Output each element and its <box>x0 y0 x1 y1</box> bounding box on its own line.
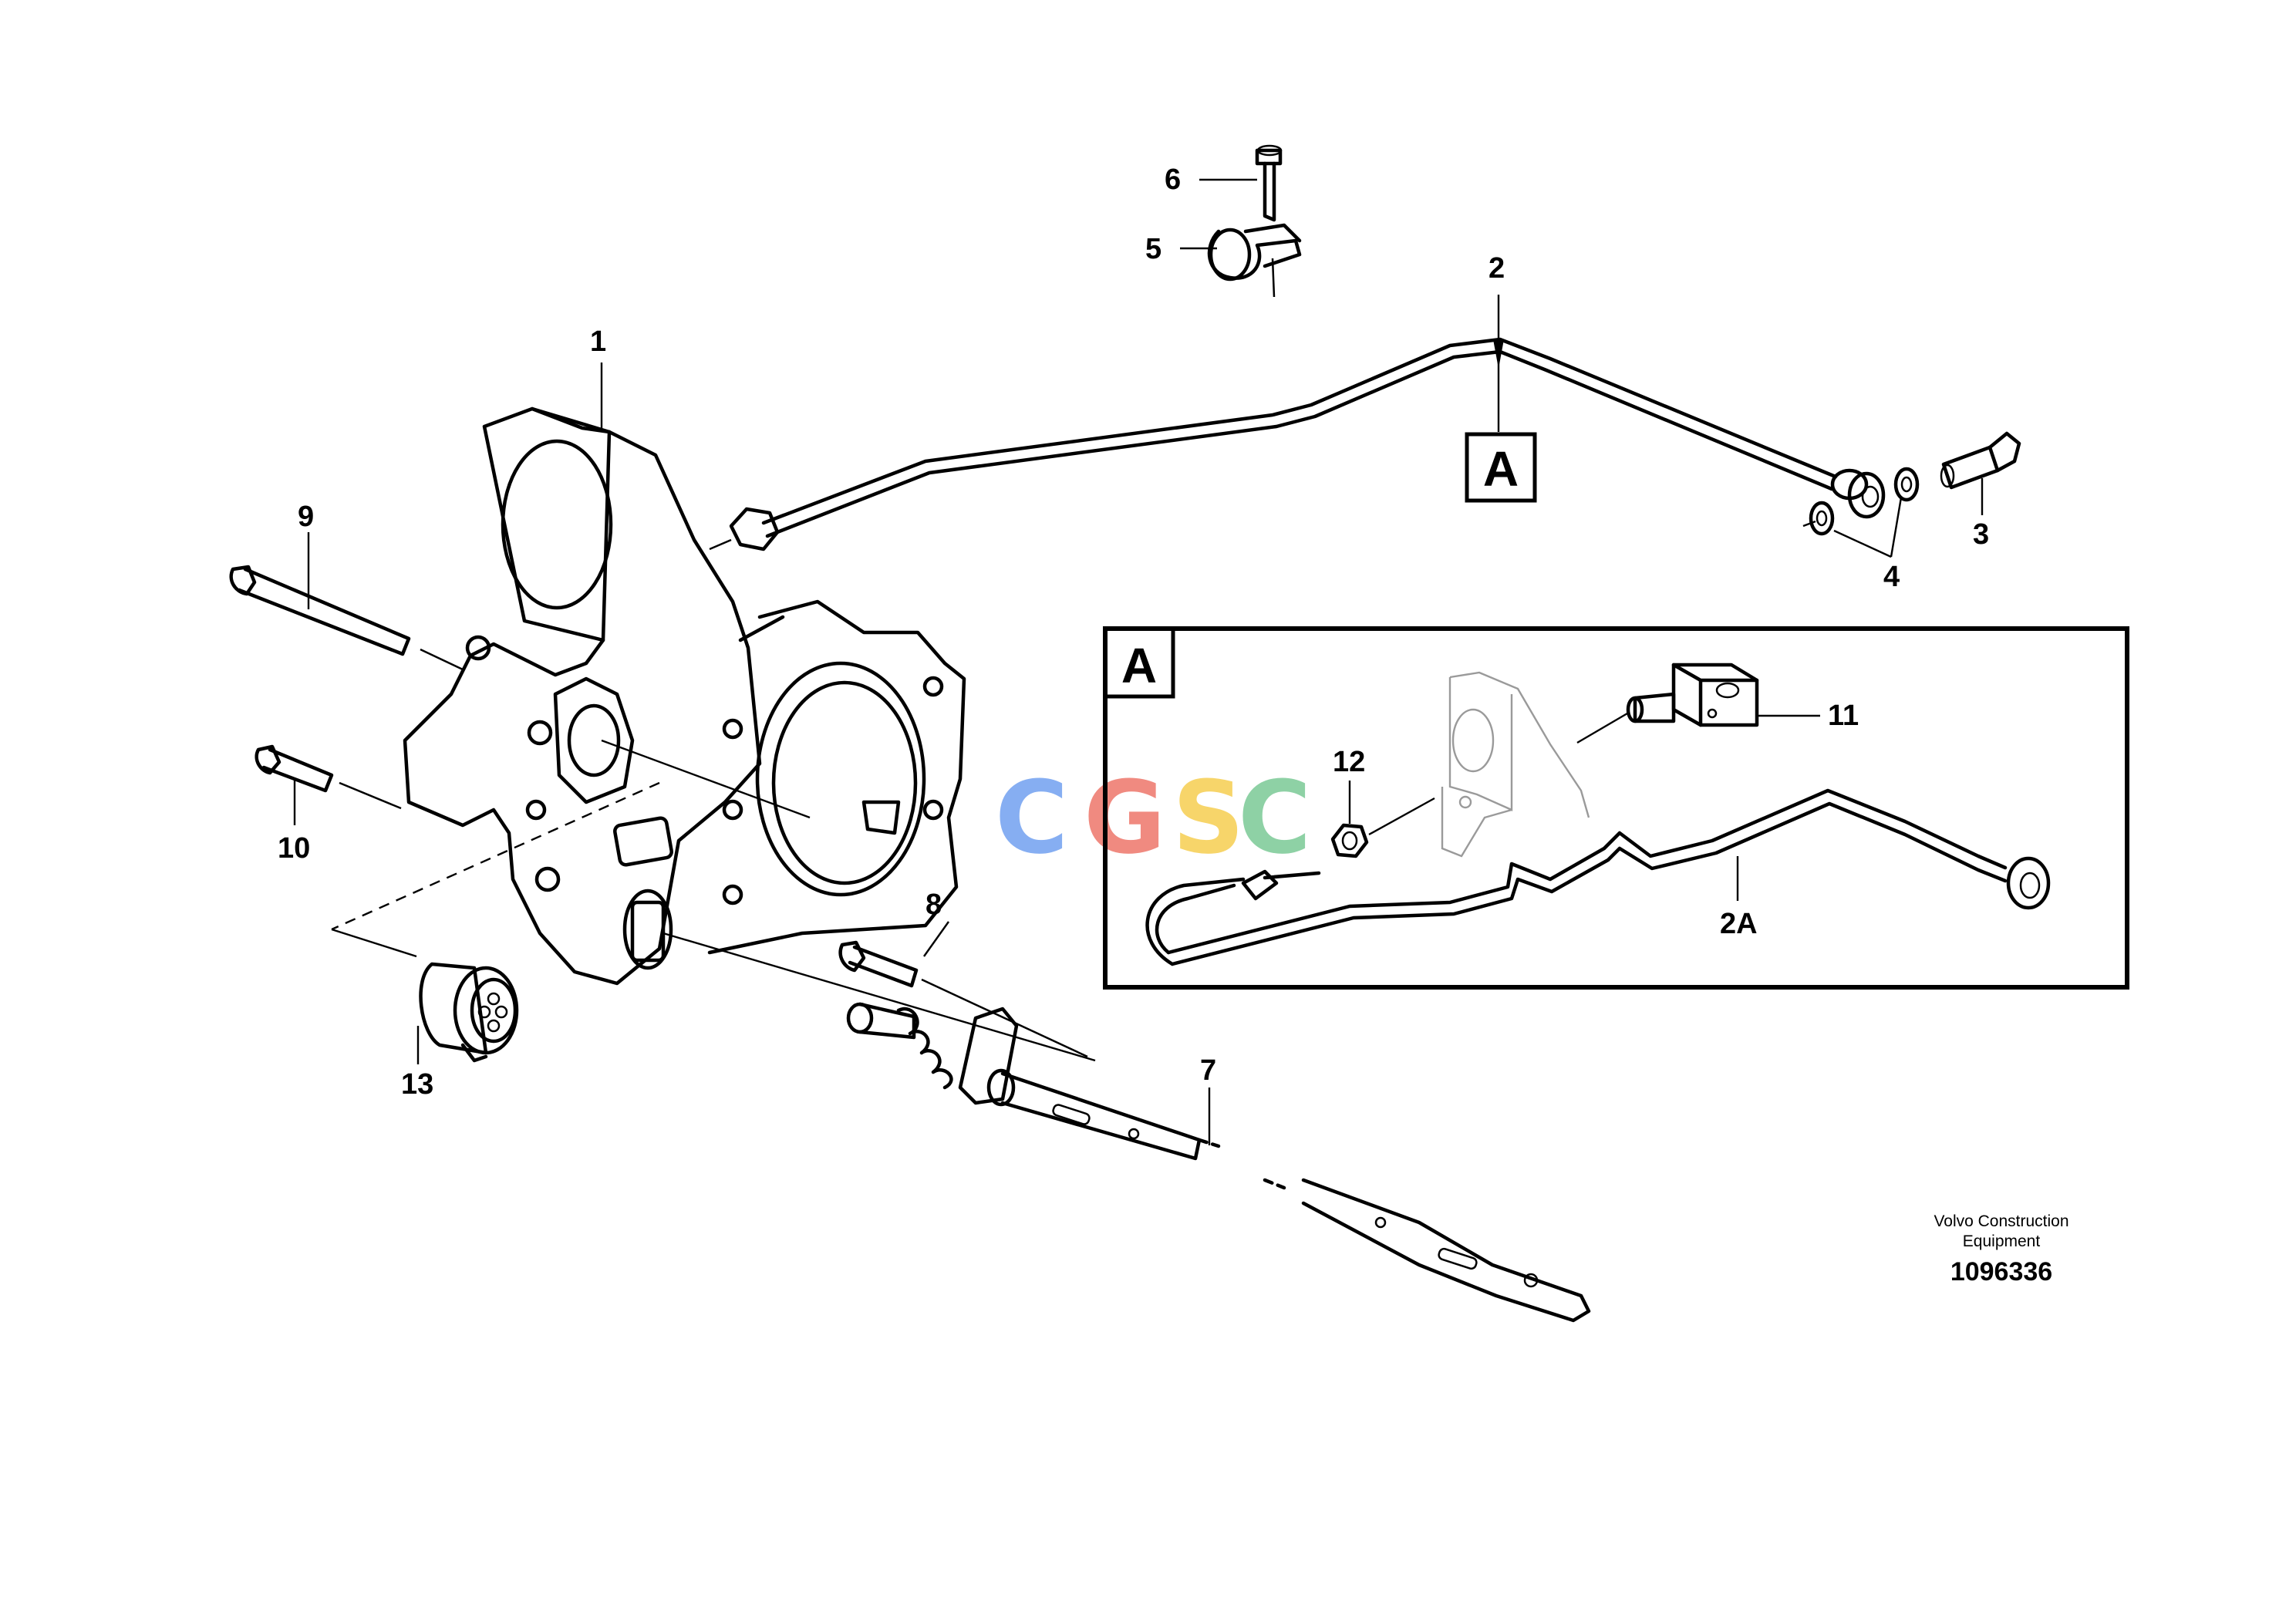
view-marker-a: A <box>1465 339 1537 503</box>
callout-2a: 2A <box>1720 908 1758 940</box>
callout-11: 11 <box>1828 700 1859 732</box>
part-13-connector <box>419 962 519 1063</box>
dashed-assembly-line <box>331 781 660 931</box>
assembly-line-bore <box>601 739 811 819</box>
callout-1: 1 <box>590 325 606 358</box>
part-6-bolt <box>1255 144 1283 222</box>
assembly-line-dipstick <box>663 932 1096 1062</box>
callout-3: 3 <box>1973 518 1989 551</box>
callout-8: 8 <box>925 889 942 921</box>
watermark: C G S C <box>995 759 1311 876</box>
watermark-letter-c2: C <box>1238 759 1311 876</box>
dashed-assembly-line-2 <box>331 928 417 958</box>
callout-12: 12 <box>1333 746 1365 778</box>
company-name-line1: Volvo Construction <box>1934 1212 2068 1230</box>
callout-13: 13 <box>401 1068 433 1101</box>
detail-view-letter: A <box>1121 638 1157 693</box>
part-4-washers <box>1802 467 1920 536</box>
callout-7: 7 <box>1200 1054 1216 1087</box>
part-7-dipstick <box>846 1002 1591 1323</box>
watermark-letter-g: G <box>1084 759 1166 876</box>
callout-9: 9 <box>298 501 314 533</box>
drawing-number: 1096336 <box>1950 1257 2052 1286</box>
callout-5: 5 <box>1145 233 1161 265</box>
callout-10: 10 <box>278 832 310 865</box>
part-1-bracket-housing <box>403 406 966 986</box>
callout-6: 6 <box>1165 164 1181 196</box>
part-8-screw <box>838 940 1088 1058</box>
part-10-short-bolt <box>255 744 402 810</box>
watermark-letter-s: S <box>1172 759 1245 876</box>
part-5-clamp <box>1207 223 1302 298</box>
detail-view-a: A <box>1103 626 2129 990</box>
footer: Volvo Construction Equipment 1096336 <box>1934 1212 2068 1286</box>
part-2-pipe <box>709 337 1886 551</box>
leader-lines <box>293 178 1984 1145</box>
view-marker-letter: A <box>1483 441 1519 497</box>
callout-2: 2 <box>1489 252 1505 285</box>
part-3-banjo-bolt <box>1940 431 2021 490</box>
part-9-long-bolt <box>229 565 464 671</box>
watermark-letter-c1: C <box>995 759 1068 876</box>
callout-4: 4 <box>1883 561 1900 593</box>
company-name-line2: Equipment <box>1963 1233 2041 1250</box>
